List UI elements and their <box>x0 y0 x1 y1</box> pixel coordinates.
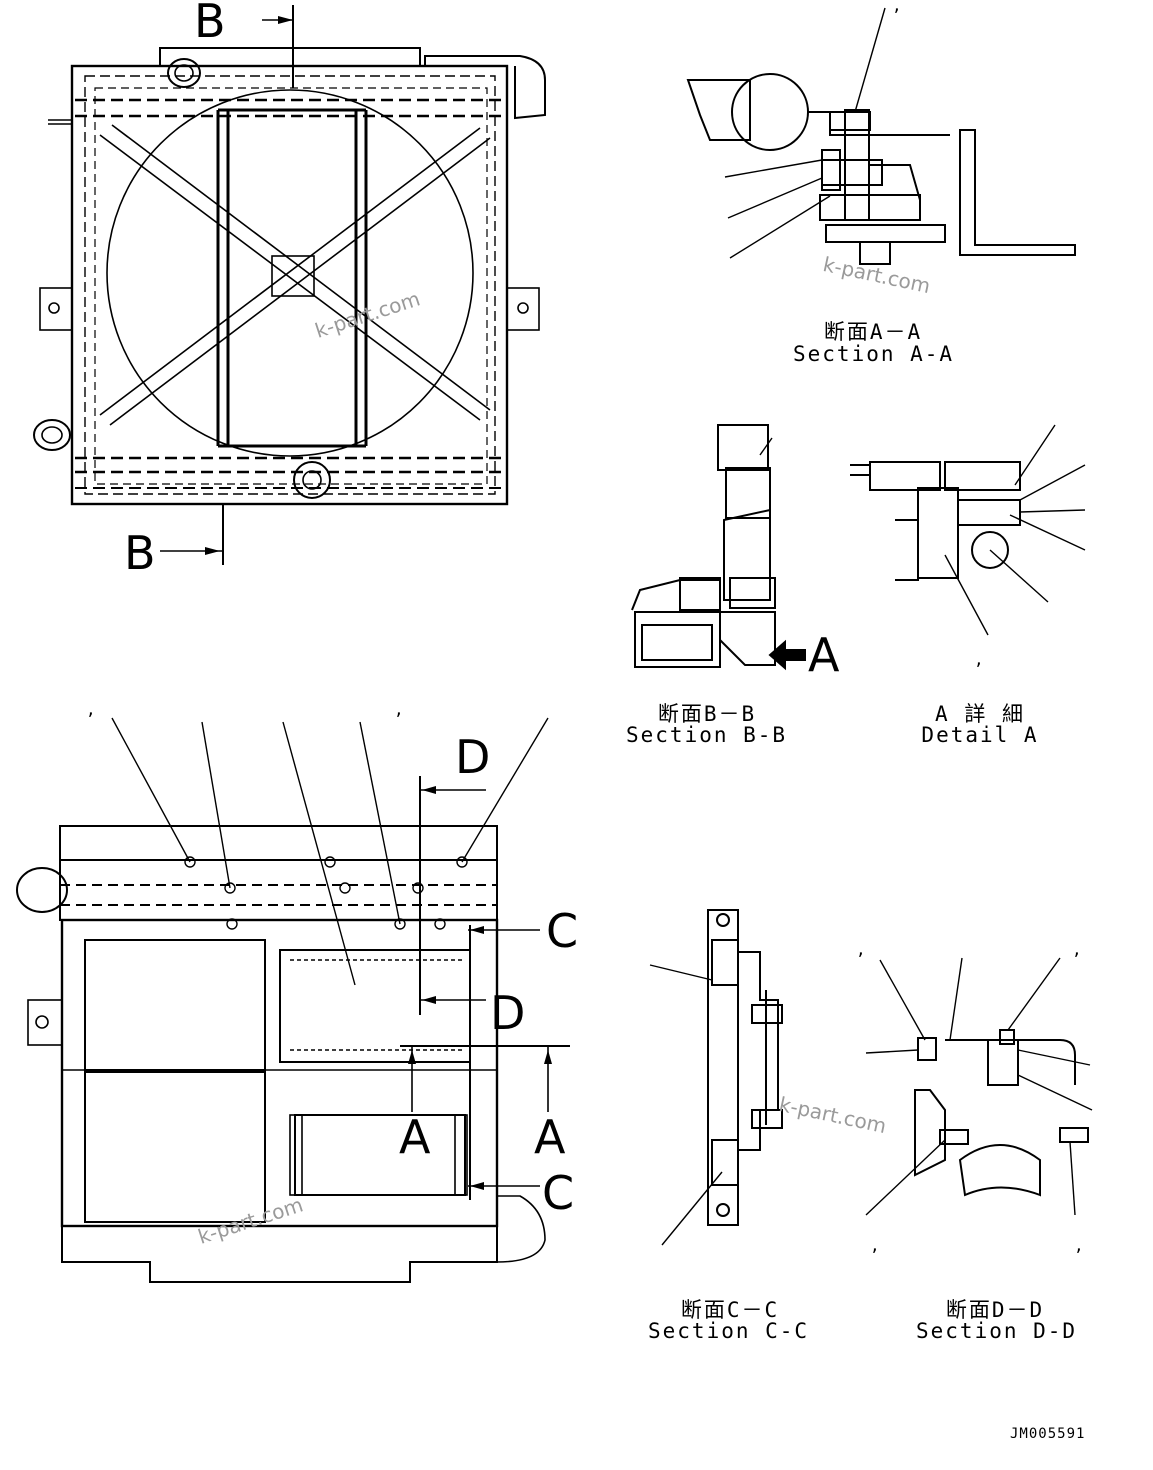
detail-a-caption-en: Detail A <box>921 723 1039 747</box>
section-bb-caption-en: Section B-B <box>626 723 788 747</box>
section-dd-caption-jp: 断面D－D <box>945 1298 1045 1322</box>
leader-mark: , <box>974 650 984 669</box>
radiator-front-view <box>33 5 546 565</box>
section-a-right-marker: A <box>534 1110 566 1164</box>
leader-mark: , <box>892 0 902 15</box>
radiator-side-view <box>16 717 570 1283</box>
section-cc-caption-en: Section C-C <box>648 1319 810 1343</box>
leader-mark: , <box>1072 940 1082 959</box>
leader-mark: , <box>870 1236 880 1255</box>
section-dd-view <box>865 957 1093 1216</box>
leader-mark: , <box>394 700 404 719</box>
section-dd-caption-en: Section D-D <box>916 1319 1078 1343</box>
leader-mark: , <box>856 940 866 959</box>
section-c-upper-marker: C <box>546 904 579 958</box>
section-d-top-marker: D <box>455 730 491 784</box>
section-aa-caption-en: Section A-A <box>793 342 955 366</box>
section-b-bottom-marker: B <box>124 526 156 580</box>
section-bb-caption-jp: 断面B－B <box>657 702 757 726</box>
detail-a-view <box>850 424 1086 636</box>
section-aa-caption-jp: 断面A－A <box>823 320 923 344</box>
section-c-lower-marker: C <box>542 1166 575 1220</box>
section-aa-view <box>686 7 1076 265</box>
leader-mark: , <box>1074 1236 1084 1255</box>
section-a-left-marker: A <box>399 1110 431 1164</box>
section-d-mid-marker: D <box>490 986 526 1040</box>
section-bb-view <box>631 424 806 671</box>
detail-a-caption-jp: A 詳 細 <box>935 702 1025 726</box>
drawing-code: JM005591 <box>1010 1426 1086 1442</box>
detail-a-arrow-marker: A <box>808 628 840 682</box>
leader-mark: , <box>86 700 96 719</box>
section-cc-view <box>649 909 783 1246</box>
section-b-top-marker: B <box>194 0 226 48</box>
section-cc-caption-jp: 断面C－C <box>680 1298 780 1322</box>
